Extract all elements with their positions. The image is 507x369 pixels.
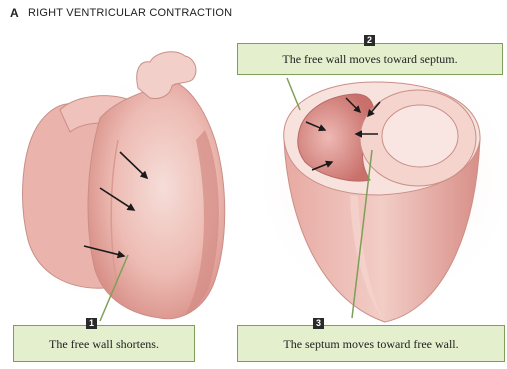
heart-illustration: [5, 52, 245, 321]
callout-2-text: The free wall moves toward septum.: [282, 53, 457, 65]
callout-3: The septum moves toward free wall.: [237, 325, 505, 362]
callout-3-text: The septum moves toward free wall.: [283, 338, 458, 350]
ventricle-cross-section-illustration: [250, 50, 507, 322]
callout-1-text: The free wall shortens.: [49, 338, 159, 350]
callout-3-badge: 3: [313, 318, 324, 329]
callout-1-badge: 1: [86, 318, 97, 329]
callout-2: The free wall moves toward septum.: [237, 43, 503, 75]
callout-1: The free wall shortens.: [13, 325, 195, 362]
callout-2-badge: 2: [364, 35, 375, 46]
